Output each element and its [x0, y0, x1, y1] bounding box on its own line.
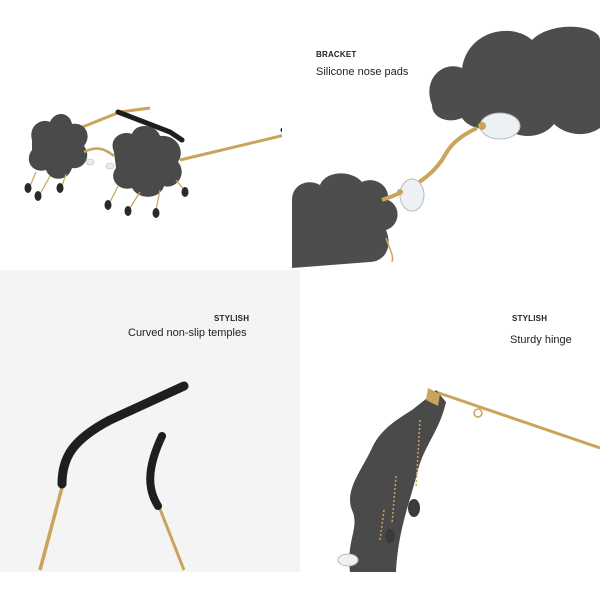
- nose-pad-closeup-photo: BRACKET Silicone nose pads: [282, 0, 600, 270]
- temple-tip-long: [57, 381, 189, 489]
- nose-pad-illustration: [292, 26, 600, 268]
- drop-charm: [124, 206, 132, 216]
- temple-arm: [435, 390, 600, 450]
- upper-lens: [429, 26, 600, 137]
- bridge: [83, 147, 115, 157]
- nose-pad: [337, 553, 359, 567]
- panel-label: BRACKET: [316, 50, 357, 59]
- silicone-nose-pad: [399, 178, 425, 212]
- temple-closeup-photo: STYLISH Curved non-slip temples: [0, 270, 300, 572]
- temple-tip-back: [115, 109, 185, 143]
- hinge: [426, 388, 440, 406]
- drop-charm: [24, 183, 32, 193]
- temple-arm-front: [179, 134, 282, 162]
- drop-charm: [152, 208, 160, 218]
- left-lens: [28, 113, 88, 179]
- panel-caption: Curved non-slip temples: [128, 327, 247, 339]
- drop-charm: [34, 191, 42, 201]
- panel-caption: Sturdy hinge: [510, 334, 572, 346]
- bottom-margin: [0, 572, 600, 600]
- hinge-illustration: [337, 388, 600, 572]
- temple-tip-short: [146, 432, 166, 510]
- bridge-arm: [381, 126, 478, 202]
- hinge-screw: [473, 408, 483, 418]
- hinge-closeup-photo: STYLISH Sturdy hinge: [300, 270, 600, 572]
- drop-charm: [408, 499, 420, 517]
- lens-edge: [349, 390, 446, 572]
- panel-label: STYLISH: [512, 314, 548, 323]
- temple-arm-short: [156, 503, 186, 571]
- temple-arm-long: [38, 479, 66, 571]
- right-lens: [112, 125, 182, 197]
- panel-label: STYLISH: [214, 314, 250, 323]
- pad-screw: [478, 122, 486, 130]
- panel-caption: Silicone nose pads: [316, 66, 409, 78]
- drop-charm: [181, 187, 189, 197]
- nose-pad: [85, 158, 95, 166]
- cloud-sunglasses-illustration: [24, 106, 282, 218]
- temple-illustration: [38, 381, 189, 571]
- pad-screw: [397, 189, 403, 195]
- product-overview-photo: [0, 0, 282, 270]
- drop-charm: [385, 529, 395, 543]
- nose-pad: [105, 162, 115, 170]
- lower-lens: [292, 173, 398, 268]
- drop-charm: [104, 200, 112, 210]
- drop-charm: [56, 183, 64, 193]
